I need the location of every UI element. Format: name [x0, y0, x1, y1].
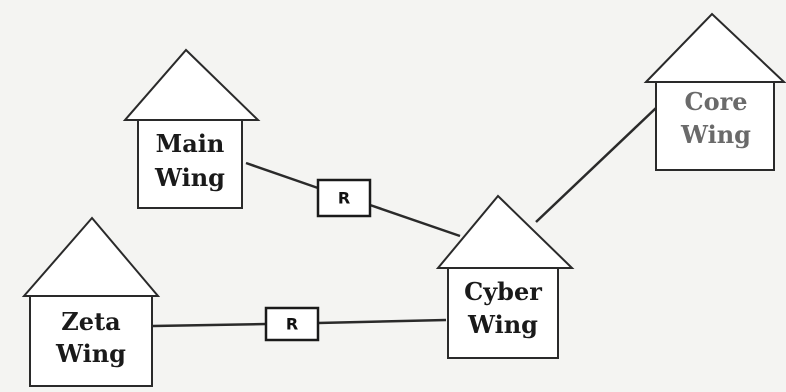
link-main-router1 [245, 161, 319, 190]
cyber-wing-label-line1: Cyber [464, 277, 542, 306]
router-2: R [264, 306, 320, 342]
router-1-label: R [338, 189, 350, 208]
main-wing-label-line1: Main [156, 129, 225, 158]
core-wing-node: Core Wing [643, 12, 786, 171]
router-1-box [316, 178, 372, 218]
core-wing-building [655, 81, 775, 171]
cyber-wing-building [447, 267, 559, 359]
main-wing-node: Main Wing [122, 48, 261, 209]
core-wing-label-line1: Core [684, 87, 747, 116]
zeta-wing-node: Zeta Wing [21, 216, 161, 387]
zeta-wing-building [29, 295, 153, 387]
link-cyber-core [535, 107, 657, 223]
link-router2-cyber [317, 318, 447, 325]
router-1: R [316, 178, 372, 218]
main-wing-building [137, 119, 243, 209]
zeta-wing-roof [21, 216, 161, 297]
cyber-wing-label-line2: Wing [467, 310, 538, 339]
core-wing-label-line2: Wing [680, 120, 751, 149]
zeta-wing-label-line2: Wing [55, 339, 126, 368]
cyber-wing-node: Cyber Wing [435, 194, 575, 359]
router-2-box [264, 306, 320, 342]
link-zeta-router2 [152, 322, 267, 328]
main-wing-label-line2: Wing [154, 163, 225, 192]
link-router1-cyber [369, 203, 461, 238]
router-2-label: R [286, 315, 298, 334]
zeta-wing-label-line1: Zeta [61, 307, 120, 336]
main-wing-roof [122, 48, 261, 121]
core-wing-roof [643, 12, 786, 83]
